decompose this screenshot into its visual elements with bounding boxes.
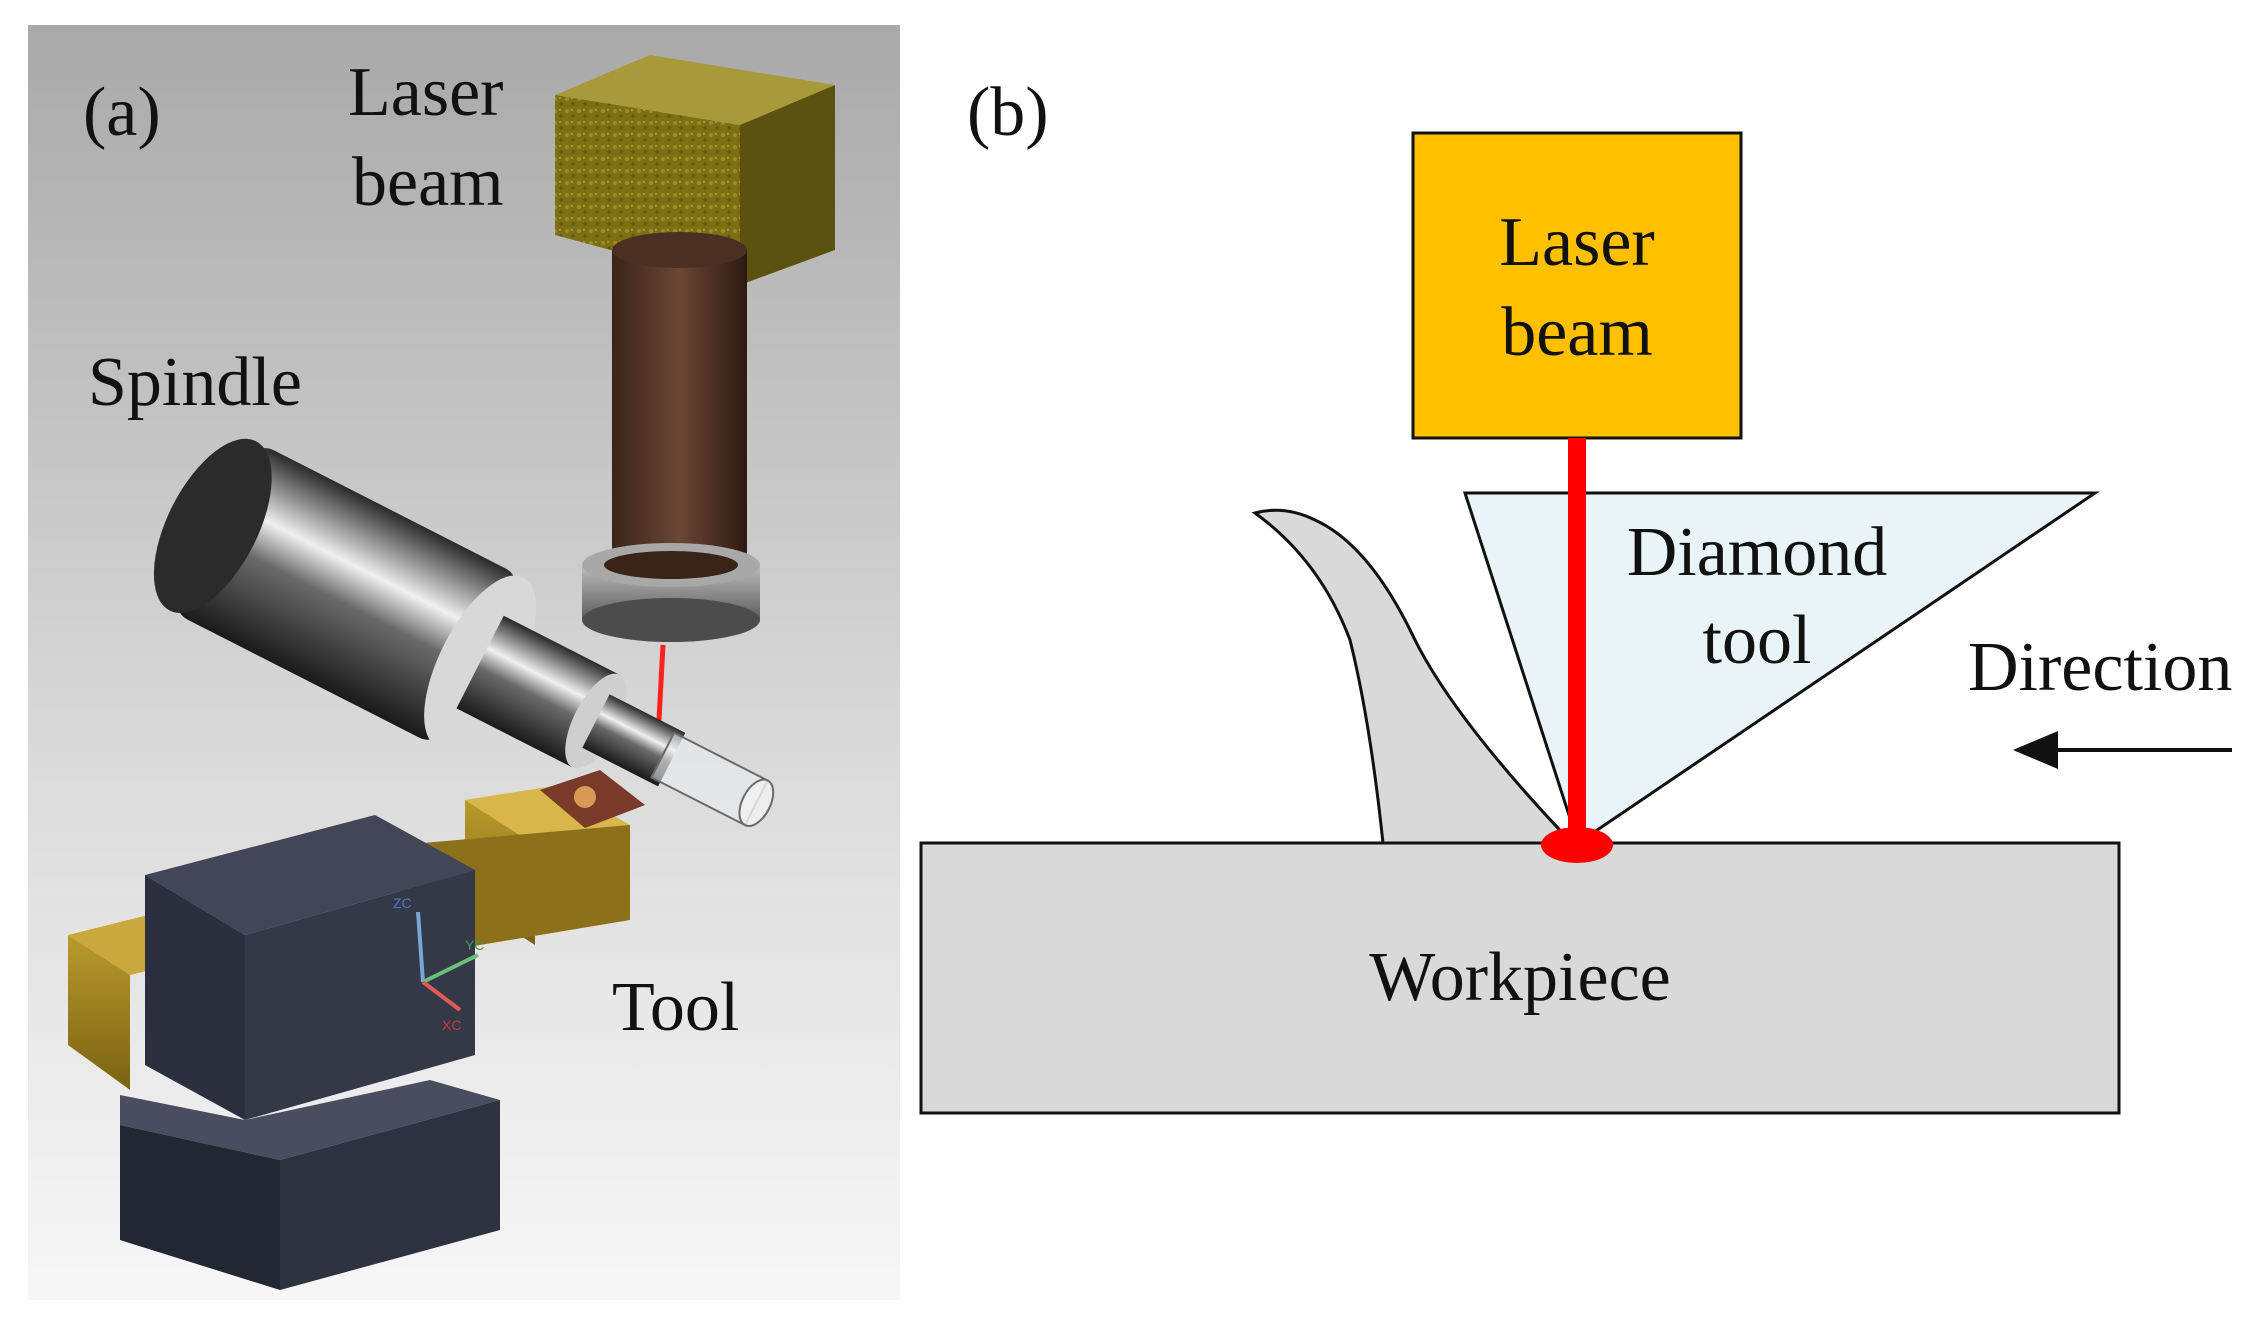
- coordinate-triad: ZC YC XC: [393, 895, 484, 1033]
- tool-insert: [540, 770, 645, 828]
- laser-box-label-line2: beam: [1501, 294, 1653, 371]
- panel-b-label: (b): [967, 74, 1049, 151]
- laser-column: [612, 232, 747, 600]
- tool-post-block: [120, 815, 500, 1290]
- diamond-tool-label-line2: tool: [1703, 602, 1812, 679]
- workpiece-label: Workpiece: [1369, 939, 1670, 1016]
- panel-b: (b) Laser beam Workpiece Diamond tool Di…: [919, 74, 2232, 1115]
- workpiece: [919, 841, 2121, 1115]
- laser-beam: [1568, 438, 1586, 843]
- diamond-tool: [1462, 491, 2100, 846]
- laser-box-label-line1: Laser: [1499, 204, 1654, 281]
- laser-beam-label-line2: beam: [352, 144, 504, 221]
- axis-label-y: YC: [465, 937, 484, 953]
- laser-beam-label-line1: Laser: [348, 54, 503, 131]
- axis-label-z: ZC: [393, 895, 412, 911]
- spindle: [153, 438, 775, 827]
- diamond-tool-label-line1: Diamond: [1627, 514, 1888, 591]
- panel-a-label: (a): [83, 74, 161, 151]
- laser-box: [1411, 131, 1743, 440]
- tool-label: Tool: [612, 969, 739, 1046]
- laser-ring: [582, 543, 760, 642]
- chip: [1251, 508, 1576, 845]
- panel-a: ZC YC XC (a) Laser beam Spindle Tool: [28, 25, 900, 1300]
- axis-label-x: XC: [442, 1017, 461, 1033]
- direction-arrow: [2013, 731, 2232, 769]
- direction-label: Direction: [1968, 629, 2232, 706]
- laser-spot: [1541, 827, 1613, 863]
- spindle-label: Spindle: [88, 344, 302, 421]
